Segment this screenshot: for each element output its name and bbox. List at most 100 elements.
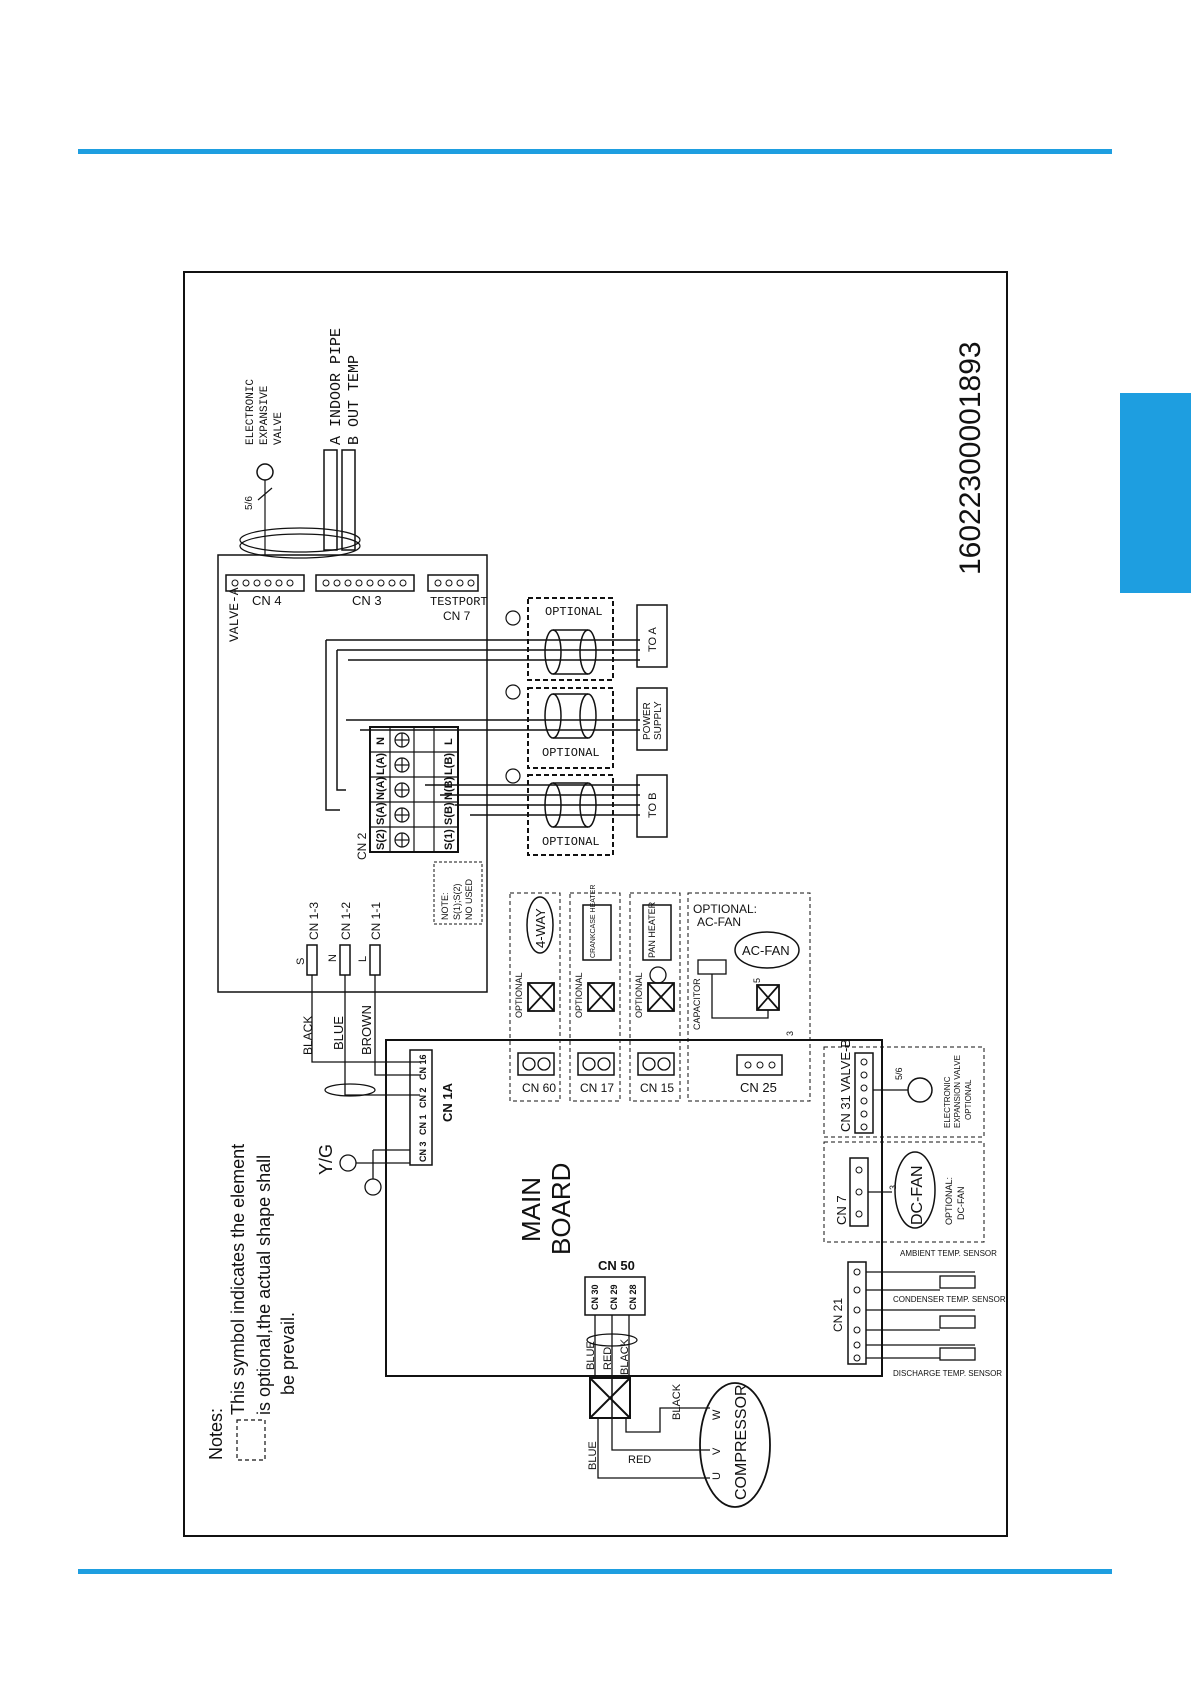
svg-text:CN 50: CN 50 bbox=[598, 1258, 635, 1273]
eev-b-icon bbox=[907, 1077, 933, 1103]
cn1-inputs: CN 1-3 CN 1-2 CN 1-1 S N L BLACK BLUE BR… bbox=[295, 902, 420, 1096]
pipe-b-label: B OUT TEMP bbox=[346, 355, 363, 445]
pipe-sensors: A INDOOR PIPE B OUT TEMP bbox=[239, 328, 363, 559]
svg-text:BLACK: BLACK bbox=[619, 1338, 631, 1375]
svg-text:L(B): L(B) bbox=[443, 753, 455, 775]
svg-text:BLUE: BLUE bbox=[587, 1441, 599, 1470]
valve-a-label: VALVE-A bbox=[227, 587, 242, 642]
svg-text:5/6: 5/6 bbox=[244, 496, 255, 510]
cn3-connector bbox=[315, 574, 415, 592]
svg-text:VALVE-B: VALVE-B bbox=[838, 1039, 853, 1092]
svg-text:V: V bbox=[711, 1447, 723, 1455]
svg-text:EXPANSIVE: EXPANSIVE bbox=[259, 385, 271, 445]
svg-text:Y/G: Y/G bbox=[316, 1144, 336, 1175]
thermistor-icon bbox=[939, 1275, 976, 1289]
svg-text:COMPRESSOR: COMPRESSOR bbox=[733, 1384, 750, 1500]
svg-text:OPTIONAL: OPTIONAL bbox=[964, 1079, 973, 1120]
cn2-terminal-block: S(2) S(A) N(A) L(A) N S(1) S(B) N(B) L(B… bbox=[355, 726, 459, 860]
svg-text:ELECTRONIC: ELECTRONIC bbox=[245, 379, 257, 445]
svg-text:CN 1: CN 1 bbox=[418, 1114, 428, 1135]
load-4way: 4-WAY OPTIONAL CN 60 bbox=[509, 892, 561, 1102]
svg-text:is optional,the actual shape: is optional,the actual shape shall bbox=[254, 1155, 274, 1415]
bottom-rule bbox=[78, 1569, 1112, 1574]
pipe-sensor-b-icon bbox=[341, 449, 356, 551]
ac-fan-group: OPTIONAL: AC-FAN AC-FAN CAPACITOR 5 3 CN… bbox=[687, 892, 811, 1102]
svg-text:VALVE: VALVE bbox=[273, 412, 285, 445]
svg-text:5/6: 5/6 bbox=[894, 1067, 904, 1080]
svg-text:CN 1-1: CN 1-1 bbox=[369, 902, 383, 940]
svg-text:S(1): S(1) bbox=[443, 829, 455, 850]
svg-text:BLUE: BLUE bbox=[585, 1341, 597, 1370]
ac-fan-icon bbox=[734, 931, 800, 969]
svg-text:NO USED: NO USED bbox=[464, 878, 474, 920]
main-board-label-2: BOARD bbox=[546, 1163, 576, 1255]
svg-text:CN 2: CN 2 bbox=[418, 1087, 428, 1108]
svg-text:S(B): S(B) bbox=[443, 802, 455, 825]
outdoor-board-box bbox=[217, 554, 488, 993]
cn21-sensors: CN 21 AMBIENT TEMP. SENSOR CONDENSER TEM… bbox=[831, 1249, 1006, 1378]
svg-text:BLACK: BLACK bbox=[671, 1383, 683, 1420]
ferrite-ring-icon bbox=[324, 1083, 376, 1097]
svg-text:CN 28: CN 28 bbox=[628, 1284, 638, 1310]
main-board-label: MAIN bbox=[516, 1177, 546, 1242]
svg-text:S: S bbox=[295, 958, 307, 965]
svg-text:AC-FAN: AC-FAN bbox=[697, 915, 741, 929]
svg-text:TO B: TO B bbox=[647, 793, 659, 818]
svg-text:This symbol indicates the elem: This symbol indicates the element bbox=[228, 1144, 248, 1415]
load-pan-heater: PAN HEATER OPTIONAL CN 15 bbox=[629, 892, 681, 1102]
testport-connector bbox=[427, 574, 479, 592]
svg-text:BROWN: BROWN bbox=[359, 1005, 374, 1055]
svg-text:CRANKCASE HEATER: CRANKCASE HEATER bbox=[590, 885, 597, 958]
svg-text:N(A): N(A) bbox=[375, 776, 387, 800]
valve-b-group: CN 31 VALVE-B 5/6 ELECTRONIC EXPANSION V… bbox=[823, 1039, 985, 1138]
cn50-connector: CN 50 CN 30 CN 29 CN 28 BLUE RED BLACK bbox=[584, 1258, 646, 1378]
svg-text:CAPACITOR: CAPACITOR bbox=[692, 978, 702, 1030]
magnetic-ring-icon bbox=[239, 527, 361, 553]
optional-group-to-a: OPTIONAL TO A bbox=[505, 597, 668, 681]
svg-text:CN 7: CN 7 bbox=[834, 1195, 849, 1225]
compressor: BLUE RED BLACK COMPRESSOR U V W bbox=[587, 1377, 771, 1508]
svg-text:NOTE:: NOTE: bbox=[440, 892, 450, 920]
svg-text:OPTIONAL: OPTIONAL bbox=[542, 746, 600, 760]
notes-block: Notes: This symbol indicates the element… bbox=[206, 1144, 298, 1461]
optional-symbol-icon bbox=[236, 1419, 266, 1461]
screw-terminal-icon bbox=[394, 732, 410, 848]
cn4-label: CN 4 bbox=[252, 593, 282, 608]
svg-text:AMBIENT TEMP. SENSOR: AMBIENT TEMP. SENSOR bbox=[900, 1249, 997, 1258]
relay-connector-icon bbox=[589, 1377, 631, 1419]
doc-number: 16022300001893 bbox=[954, 341, 987, 575]
optional-group-power: OPTIONAL POWER SUPPLY bbox=[505, 684, 668, 769]
svg-text:DC-FAN: DC-FAN bbox=[909, 1165, 926, 1225]
svg-text:L: L bbox=[443, 738, 455, 745]
svg-text:DISCHARGE TEMP. SENSOR: DISCHARGE TEMP. SENSOR bbox=[893, 1369, 1002, 1378]
eev-top: ELECTRONIC EXPANSIVE VALVE 5/6 bbox=[244, 379, 285, 555]
testport-label: TESTPORT bbox=[430, 595, 488, 609]
svg-text:L(A): L(A) bbox=[375, 753, 387, 775]
svg-text:N: N bbox=[327, 954, 339, 962]
signal-wires bbox=[325, 639, 640, 816]
optional-group-to-b: OPTIONAL TO B bbox=[505, 768, 668, 856]
load-crankcase: CRANKCASE HEATER OPTIONAL CN 17 bbox=[569, 885, 621, 1102]
svg-text:be prevail.: be prevail. bbox=[278, 1312, 298, 1395]
dc-fan-icon bbox=[894, 1151, 936, 1229]
svg-text:N: N bbox=[375, 737, 387, 745]
svg-text:3: 3 bbox=[785, 1031, 795, 1036]
svg-text:CN 25: CN 25 bbox=[740, 1080, 777, 1095]
svg-text:U: U bbox=[711, 1472, 723, 1480]
svg-text:OPTIONAL: OPTIONAL bbox=[574, 972, 584, 1018]
ground-yg: Y/G bbox=[316, 1144, 410, 1196]
svg-text:OPTIONAL: OPTIONAL bbox=[634, 972, 644, 1018]
svg-text:EXPANSION VALVE: EXPANSION VALVE bbox=[953, 1055, 962, 1128]
svg-text:CN 3: CN 3 bbox=[418, 1141, 428, 1162]
compressor-icon bbox=[699, 1382, 771, 1508]
svg-text:S(1);S(2): S(1);S(2) bbox=[452, 883, 462, 920]
svg-text:S(2): S(2) bbox=[375, 829, 387, 850]
svg-text:RED: RED bbox=[602, 1347, 614, 1370]
dc-fan-group: CN 7 3 DC-FAN OPTIONAL: DC-FAN bbox=[823, 1141, 985, 1243]
svg-text:BLACK: BLACK bbox=[301, 1016, 315, 1055]
svg-text:N(B): N(B) bbox=[443, 776, 455, 800]
svg-text:BLUE: BLUE bbox=[331, 1016, 346, 1050]
ground-icon bbox=[505, 610, 521, 626]
svg-text:CN 1A: CN 1A bbox=[440, 1082, 455, 1122]
svg-text:POWER: POWER bbox=[642, 702, 653, 740]
